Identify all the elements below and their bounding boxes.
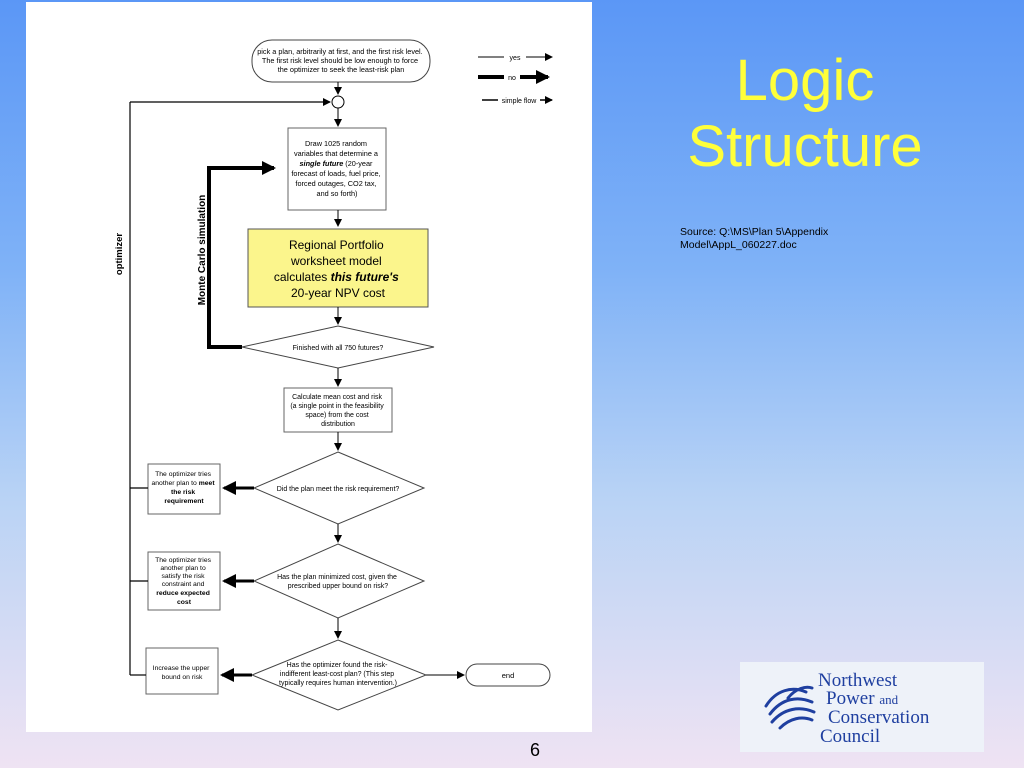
opt2-text: cost <box>177 599 192 606</box>
svg-text:Regional Portfolio wor: Regional Portfolio worksheet model calcu… <box>274 238 402 300</box>
svg-text:Draw 1025 random varia: Draw 1025 random variables that determin… <box>291 139 382 198</box>
opt2-text: constraint and <box>162 581 205 588</box>
found-least-cost-decision <box>250 639 428 711</box>
opt2-text: The optimizer tries <box>155 557 212 564</box>
legend-no: no <box>508 75 516 82</box>
logic-flowchart: pick a plan, arbitrarily at first, and t… <box>26 2 592 732</box>
legend: yes no simple flow <box>478 52 553 105</box>
draw-text: forecast of loads, fuel price, <box>291 169 380 178</box>
rpm-text: Regional Portfolio <box>289 238 384 252</box>
opt1-text: The optimizer tries <box>155 471 212 478</box>
wave-emblem-icon <box>764 685 816 730</box>
slide-title-line: Logic <box>735 48 875 113</box>
opt2-text: another plan to <box>160 565 206 572</box>
svg-text:The optimizer tries an: The optimizer tries another plan to sati… <box>155 557 213 606</box>
found-text: indifferent least-cost plan? (This step <box>280 671 394 678</box>
calc-text: (a single point in the feasibility <box>290 403 384 410</box>
logo-line: and <box>879 692 898 707</box>
slide-title: Logic Structure <box>640 48 970 180</box>
draw-text: forced outages, CO2 tax, <box>295 179 376 188</box>
upper-text: bound on risk <box>162 674 203 681</box>
draw-text: variables that determine a <box>294 149 379 158</box>
opt1-text: the risk <box>171 489 195 496</box>
optimizer-label: optimizer <box>114 233 125 276</box>
start-text: The first risk level should be low enoug… <box>262 56 418 65</box>
risk-text: Did the plan meet the risk requirement? <box>277 486 400 493</box>
svg-text:The optimizer tries an: The optimizer tries another plan to meet… <box>151 471 216 505</box>
slide-title-line: Structure <box>687 114 923 179</box>
svg-text:Has the optimizer found the ri: Has the optimizer found the risk- indiff… <box>279 662 397 687</box>
draw-text: Draw 1025 random <box>305 139 367 148</box>
opt2-text: satisfy the risk <box>162 573 206 580</box>
rpm-text-emphasis: this future's <box>331 270 400 284</box>
calc-text: Calculate mean cost and risk <box>292 394 382 401</box>
upper-text: Increase the upper <box>153 665 210 672</box>
optimizer-meet-risk-box <box>147 463 221 515</box>
increase-upper-bound-box <box>145 647 219 695</box>
source-line: Source: Q:\MS\Plan 5\Appendix <box>680 226 829 238</box>
optimizer-loop <box>129 98 331 676</box>
monte-carlo-loop-arrow <box>207 161 276 349</box>
svg-text:Increase the upper bou: Increase the upper bound on risk <box>153 665 212 681</box>
end-text: end <box>502 671 515 680</box>
svg-text:Calculate mean cost and risk: Calculate mean cost and risk (a single p… <box>290 394 385 428</box>
flowchart-background <box>26 2 592 732</box>
rpm-text: calculates <box>274 270 331 284</box>
logo-line: Conservation <box>828 707 930 728</box>
legend-simple-flow: simple flow <box>502 98 538 105</box>
legend-yes: yes <box>510 55 521 62</box>
opt1-text: another plan to <box>151 480 198 487</box>
opt1-text: meet <box>199 480 216 487</box>
svg-text:Power and: Power and <box>826 688 899 709</box>
draw-text-emphasis: single future <box>299 159 343 168</box>
opt1-text: requirement <box>164 498 204 505</box>
logo-line: Northwest <box>818 670 898 691</box>
found-text: Has the optimizer found the risk- <box>287 662 388 669</box>
start-box <box>251 39 431 83</box>
draw-variables-box <box>287 127 387 211</box>
rpm-text: worksheet model <box>290 254 382 268</box>
optimizer-reduce-cost-box <box>147 551 221 611</box>
draw-text: and so forth) <box>317 189 358 198</box>
end-terminal <box>465 663 551 687</box>
calc-text: distribution <box>321 421 355 428</box>
start-text: the optimizer to seek the least-risk pla… <box>278 65 405 74</box>
svg-text:pick a plan, arbitrarily at fi: pick a plan, arbitrarily at first, and t… <box>257 47 425 74</box>
monte-carlo-label: Monte Carlo simulation <box>197 195 208 306</box>
min-text: prescribed upper bound on risk? <box>288 583 389 590</box>
finished-text: Finished with all 750 futures? <box>293 345 384 352</box>
calc-text: space) from the cost <box>305 412 368 419</box>
svg-text:Has the plan minimized cost, g: Has the plan minimized cost, given the p… <box>277 574 399 590</box>
min-text: Has the plan minimized cost, given the <box>277 574 397 581</box>
junction-node <box>331 95 345 109</box>
source-note: Source: Q:\MS\Plan 5\Appendix Model\AppL… <box>680 226 880 252</box>
logo-line: Council <box>820 726 880 747</box>
logo-line: Power <box>826 688 875 709</box>
found-text: typically requires human intervention.) <box>279 680 397 687</box>
start-text: pick a plan, arbitrarily at first, and t… <box>257 47 422 56</box>
nwpcc-logo: Northwest Power and Conservation Council <box>740 662 984 752</box>
draw-text: (20-year <box>343 159 373 168</box>
opt2-text: reduce expected <box>156 590 210 597</box>
source-line: Model\AppL_060227.doc <box>680 239 797 251</box>
rpm-text: 20-year NPV cost <box>291 286 386 300</box>
page-number: 6 <box>529 740 540 760</box>
calculate-mean-box <box>283 387 393 433</box>
